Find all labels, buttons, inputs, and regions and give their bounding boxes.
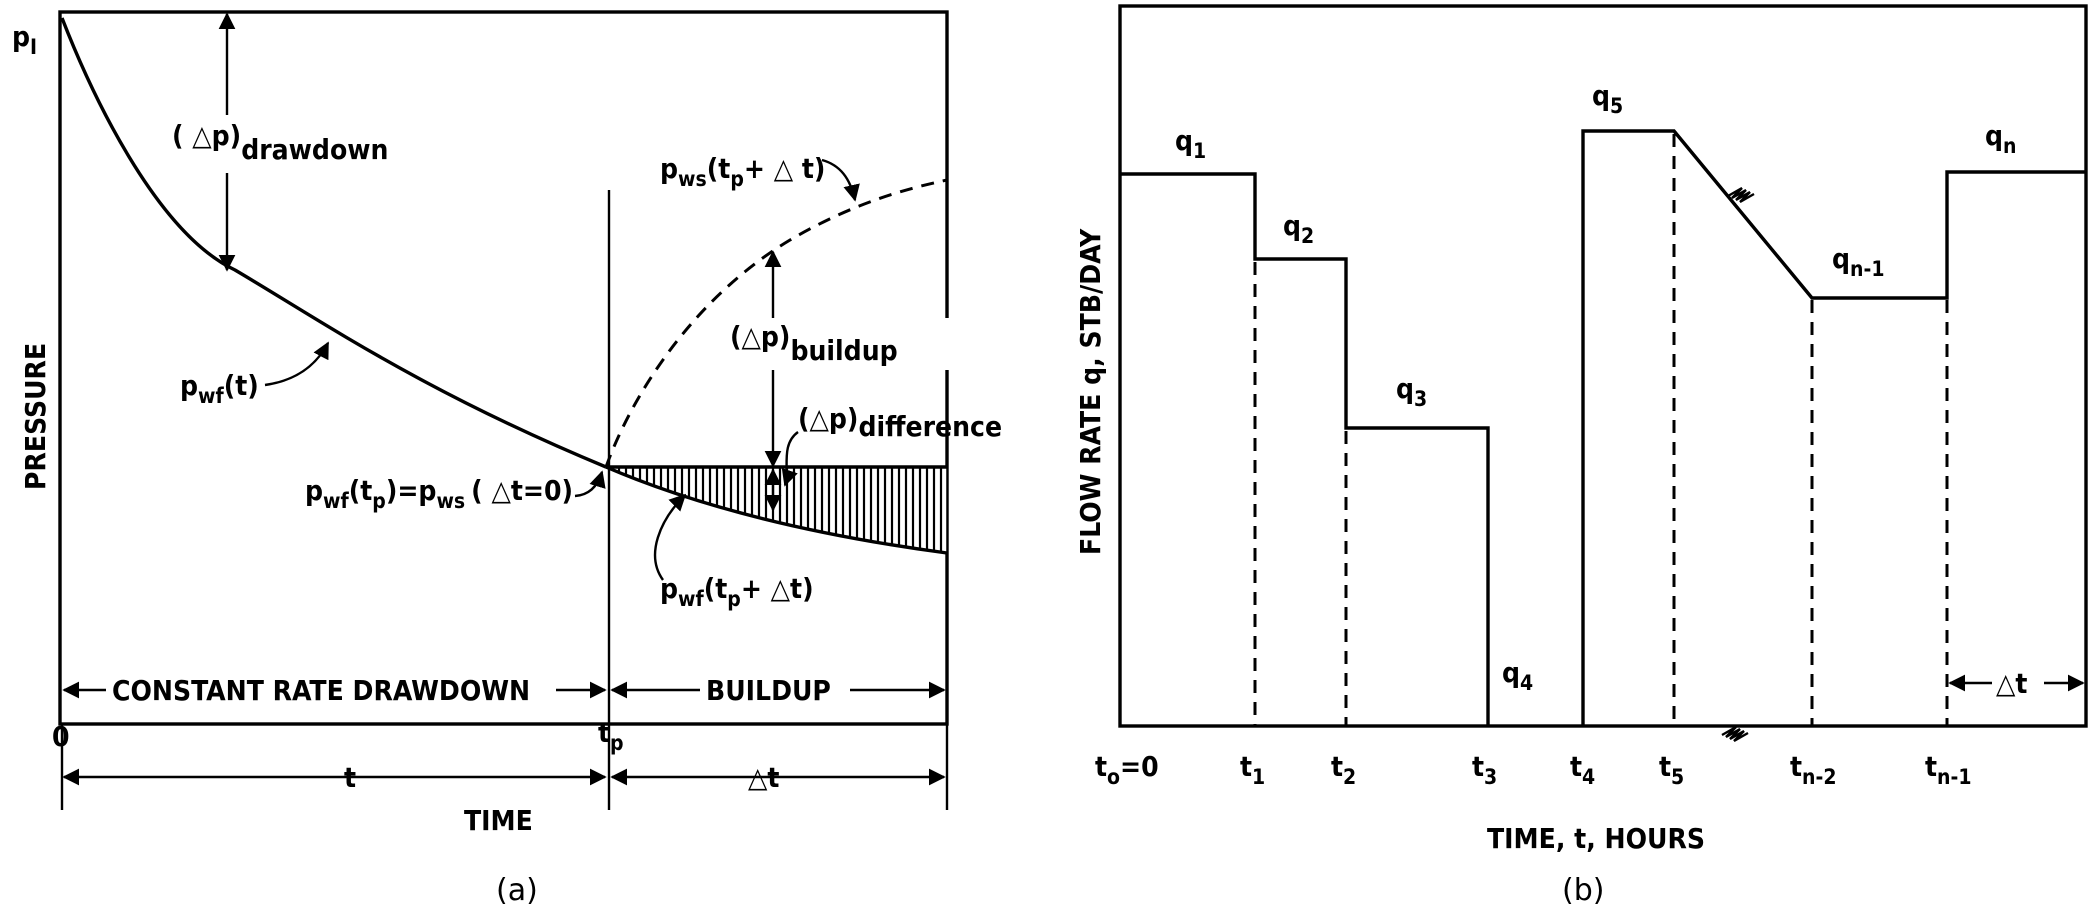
caption-a: (a) [496,873,538,908]
rate-label-qn1: qn-1 [1832,242,1885,281]
rate-label-q3: q3 [1396,372,1427,411]
dp-difference-label: (△p)difference [798,402,1002,443]
p-initial-label: pI [12,20,37,59]
dp-drawdown-label: ( △p)drawdown [172,119,388,166]
time-label-t2: t2 [1331,750,1356,789]
rate-label-q5: q5 [1592,79,1623,118]
time-label-t0: to=0 [1095,750,1159,789]
panel-b-frame [1118,4,2088,728]
rate-schedule-line [1120,129,2086,726]
rate-label-q1: q1 [1175,124,1206,163]
pws-buildup-curve [604,178,948,468]
time-axis-label-b: TIME, t, HOURS [1487,822,1705,855]
tp-tick-label: tp [598,716,624,755]
panel-b: △t q1 q2 q3 q4 q5 qn-1 qn to=0 t1 t2 t3 … [1074,4,2088,908]
dt-span-label-b: △t [1996,667,2027,700]
dp-buildup-label: (△p)buildup [730,320,898,367]
pws-leader-arrow [821,158,860,202]
dt-span-label: △t [748,761,779,794]
pwf-shifted-curve [605,465,948,555]
time-label-tn1: tn-1 [1925,750,1972,789]
pwf-curve-label: pwf(t) [180,369,259,408]
time-label-t5: t5 [1659,750,1684,789]
pwf-leader-arrow [264,341,330,387]
pwf-shifted-label: pwf(tp+ △t) [660,572,814,611]
equality-leader-arrow [574,470,606,498]
caption-b: (b) [1562,873,1604,908]
origin-label: 0 [52,720,70,753]
pwf-drawdown-curve [60,17,607,469]
time-axis-label: TIME [464,804,533,837]
t-span-label: t [344,761,356,794]
rate-label-q4: q4 [1502,656,1533,695]
equality-label: pwf(tp)=pws( △t=0) [305,474,573,513]
difference-leader-arrow [781,431,799,487]
rate-ramp-dashed [1672,130,1814,299]
time-label-t1: t1 [1240,750,1265,789]
pressure-axis-label: PRESSURE [19,343,52,490]
flow-rate-axis-label: FLOW RATE q, STB/DAY [1074,228,1107,555]
rate-label-q2: q2 [1283,209,1314,248]
pws-curve-label: pws(tp+ △ t) [660,152,825,191]
ramp-break-mark [1727,186,1755,204]
drawdown-phase-label: CONSTANT RATE DRAWDOWN [112,674,530,707]
pwf-shifted-leader-arrow [653,493,687,581]
axis-break-mark [1721,725,1749,743]
time-label-t4: t4 [1570,750,1595,789]
rate-label-qn: qn [1985,119,2017,158]
time-label-t3: t3 [1472,750,1497,789]
panel-a: pI 0 tp t △t TIME PRESSURE CONSTANT RATE… [12,10,1002,908]
time-label-tn2: tn-2 [1790,750,1837,789]
buildup-phase-label: BUILDUP [706,674,831,707]
